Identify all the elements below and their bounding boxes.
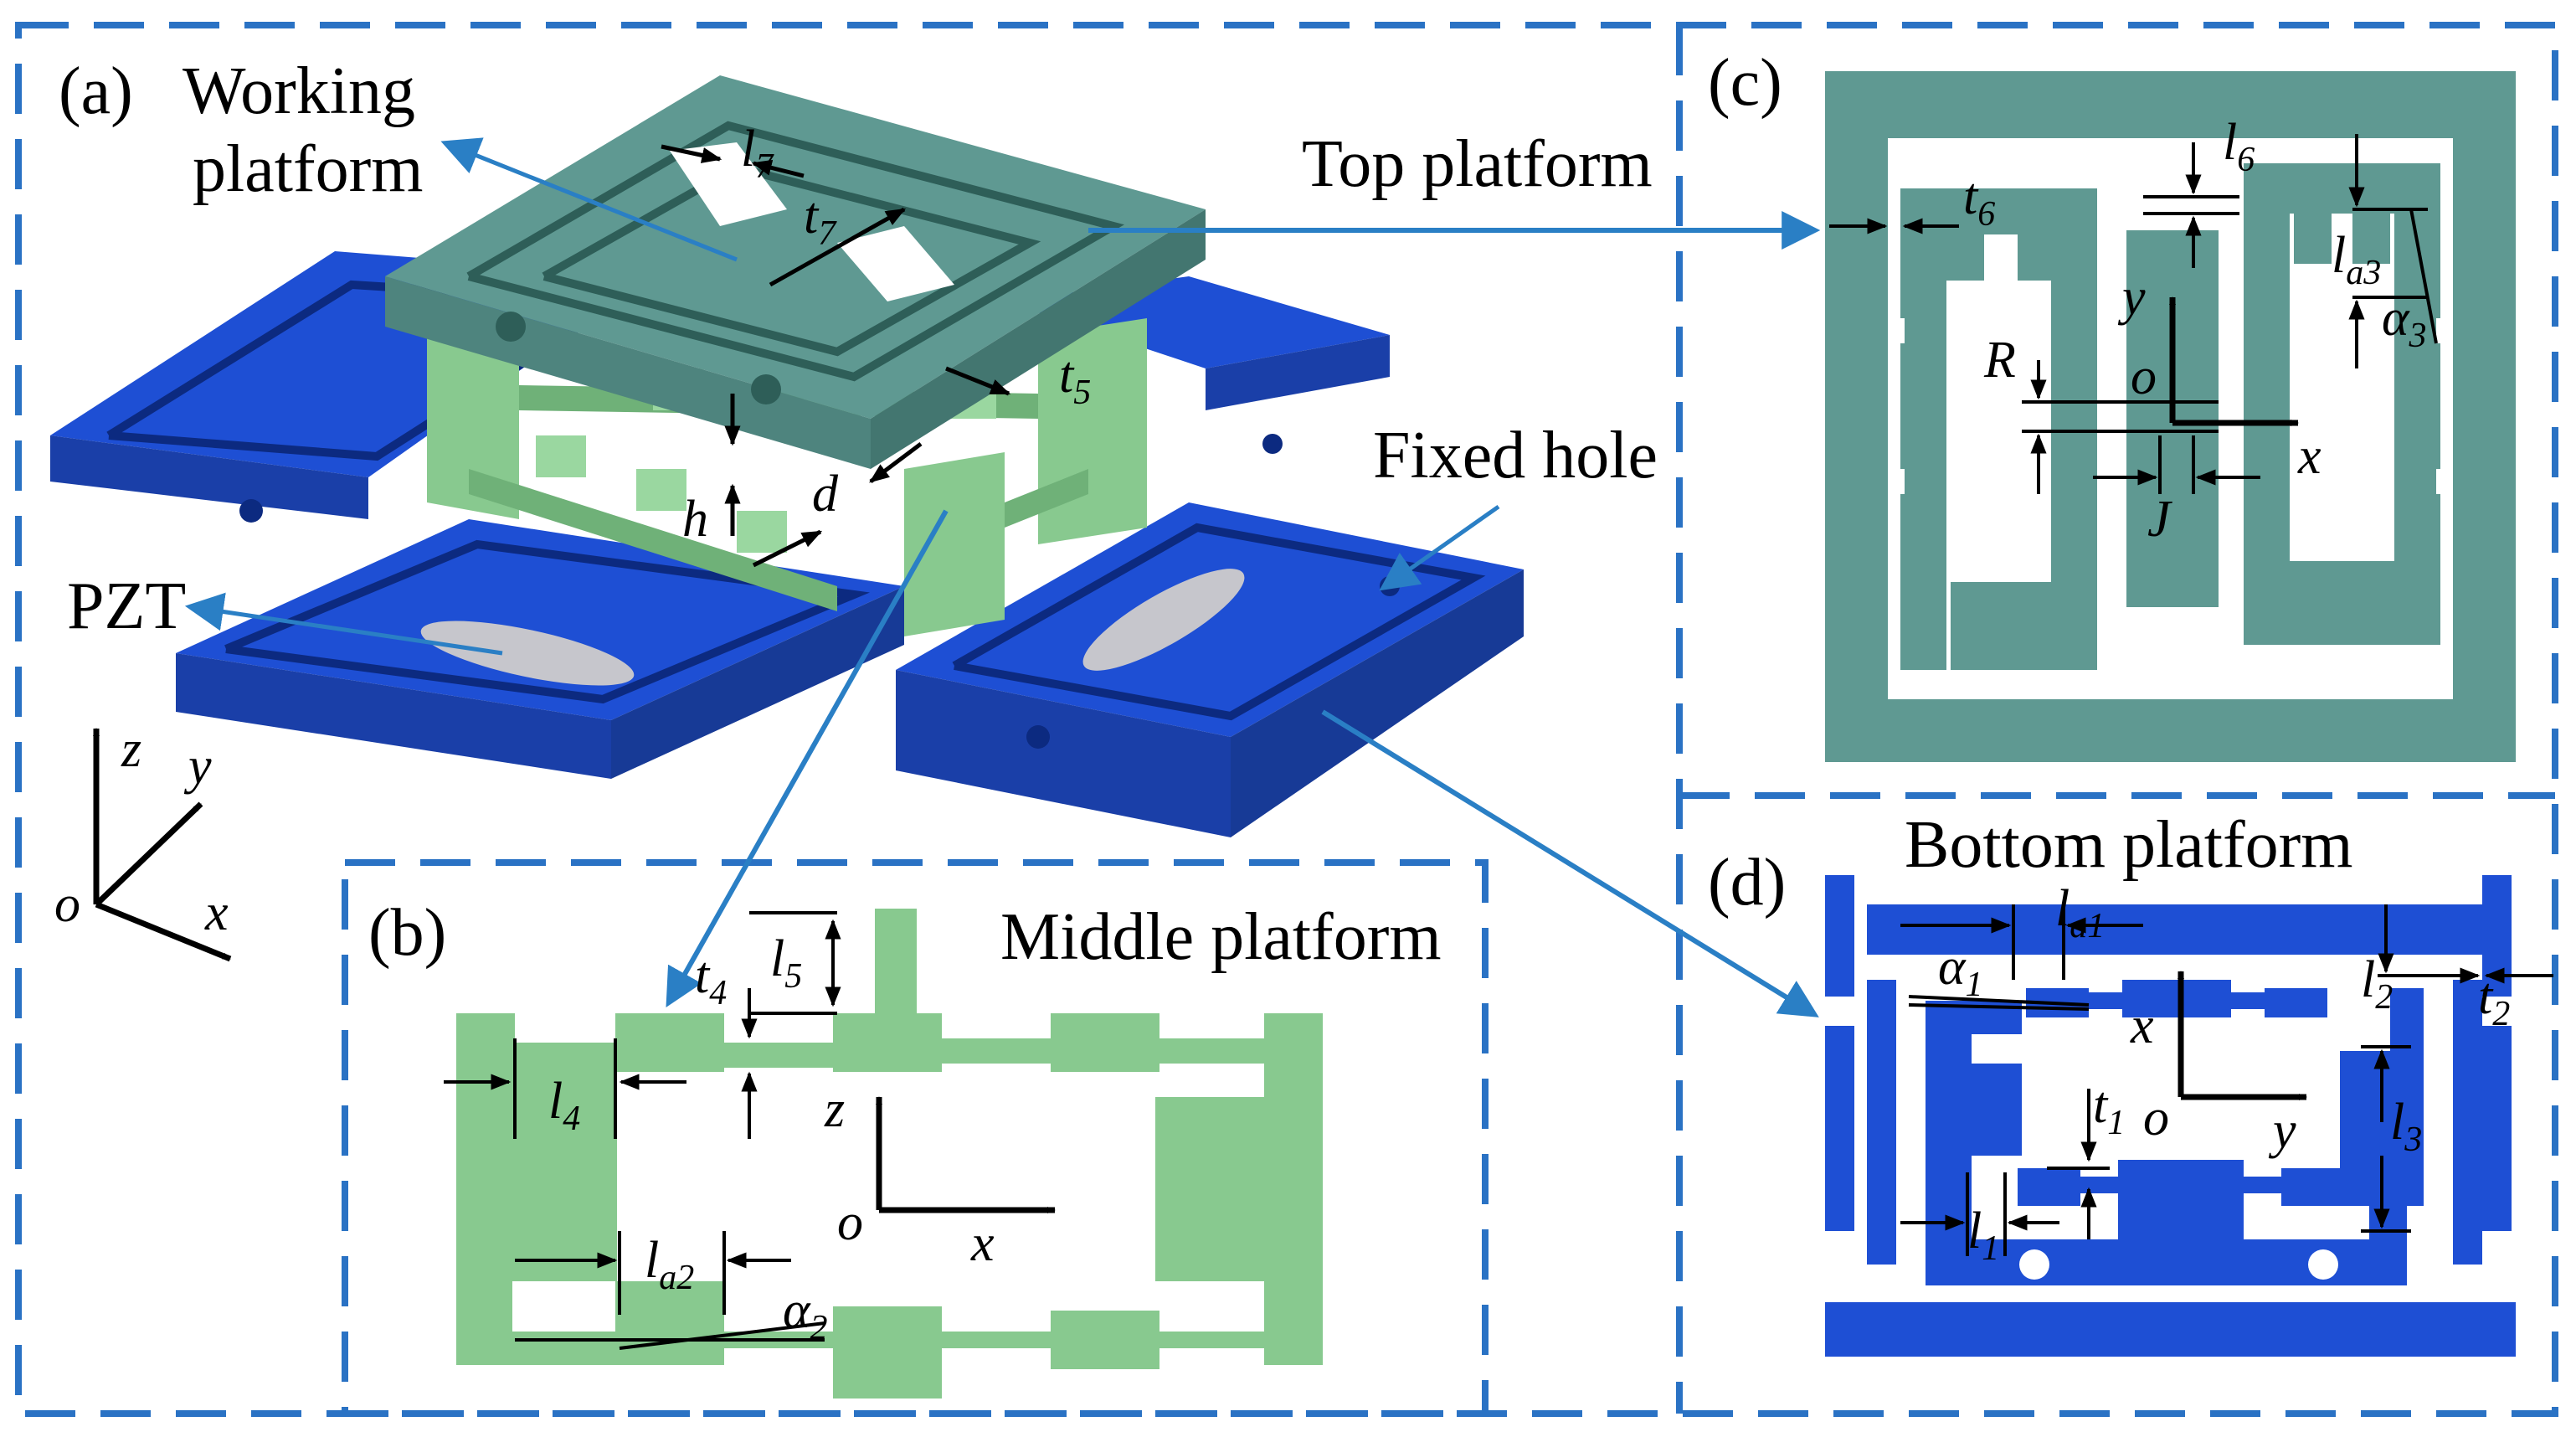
working-hole <box>751 374 781 404</box>
panel-frames <box>15 22 2558 1417</box>
panel-a-axes <box>93 728 232 962</box>
fixed-hole <box>1262 434 1283 454</box>
bottom-platform-holes <box>2019 1249 2338 1280</box>
dim-la2: la2 <box>645 1232 694 1297</box>
dim-d: d <box>812 466 839 523</box>
dim-J: J <box>2147 491 2172 548</box>
fixed-hole-label: Fixed hole <box>1373 419 1658 492</box>
middle-platform-pointer <box>666 509 949 1008</box>
panel-c-axes <box>2169 296 2299 426</box>
dim-t4: t4 <box>695 947 727 1012</box>
axis-z-3d: z <box>121 721 141 778</box>
dim-l1: l1 <box>1967 1203 1999 1268</box>
working-platform-label-1: Working <box>183 54 415 128</box>
panel-c-title: Top platform <box>1302 127 1653 201</box>
bottom-platform-2d <box>1825 875 2516 1357</box>
dim-alpha2: α2 <box>783 1282 828 1347</box>
pzt-cylinder-right <box>1082 569 1245 671</box>
panel-b-tag: (b) <box>368 896 446 970</box>
panel-b-title: Middle platform <box>1000 900 1442 974</box>
pzt-pointer <box>184 592 503 656</box>
axis-x-3d: x <box>204 884 229 941</box>
axis-y-3d: y <box>183 738 212 795</box>
panel-d-tag: (d) <box>1708 846 1786 919</box>
bottom-platform-pointer <box>1321 709 1819 1017</box>
working-top-face <box>385 75 1206 419</box>
panel-d-axes <box>2178 971 2307 1100</box>
panel-a-tag: (a) <box>59 54 133 128</box>
panel-c-dim-lines <box>1829 134 2438 494</box>
panel-c-tag: (c) <box>1708 46 1782 120</box>
axis-y-d: y <box>2268 1102 2296 1159</box>
dim-alpha1: α1 <box>1938 939 1983 1004</box>
dim-la1: la1 <box>2055 880 2105 945</box>
panel-d-title: Bottom platform <box>1905 808 2353 882</box>
fixed-hole <box>1026 725 1050 749</box>
panel-c: (c) Top platform t6 l6 la3 α3 R J y x o <box>1302 46 2516 762</box>
pzt-label: PZT <box>67 569 186 643</box>
dim-t1: t1 <box>2093 1077 2125 1142</box>
panel-b: (b) Middle platform t4 l5 l4 la2 α2 z x … <box>368 896 1442 1399</box>
panel-d-dim-lines <box>1900 904 2553 1256</box>
middle-beam-front <box>469 469 837 611</box>
working-platform-label-2: platform <box>193 132 423 206</box>
working-platform-pointer <box>440 137 738 262</box>
dim-R: R <box>1983 332 2016 389</box>
dim-l2: l2 <box>2361 951 2393 1017</box>
dim-l5: l5 <box>770 930 802 996</box>
axis-x-d: x <box>2130 997 2154 1054</box>
pzt-cylinder-left <box>420 621 635 686</box>
axis-o-d: o <box>2143 1089 2169 1146</box>
axis-y-c: y <box>2117 269 2146 326</box>
fixed-hole <box>239 499 263 523</box>
panel-b-dim-lines <box>444 911 841 1350</box>
working-hole <box>496 312 526 342</box>
axis-o-c: o <box>2131 348 2157 405</box>
working-inner-window <box>670 142 787 226</box>
middle-wall-left <box>427 327 519 519</box>
dim-h: h <box>682 491 708 548</box>
panel-b-frame <box>342 859 1489 1417</box>
panel-b-axes <box>876 1096 1056 1213</box>
middle-wall-front <box>904 452 1005 636</box>
axis-o-b: o <box>837 1194 863 1251</box>
panel-a-dim-lines <box>661 144 1011 568</box>
axis-x-c: x <box>2297 428 2321 485</box>
axis-x-b: x <box>970 1215 995 1272</box>
middle-beam-right <box>1005 469 1088 528</box>
axis-o-3d: o <box>54 876 80 933</box>
panel-d: (d) Bottom platform la1 α1 l2 t2 t1 l3 l… <box>1708 808 2553 1357</box>
working-platform-3d <box>385 75 1206 469</box>
fixed-hole-pointer <box>1379 504 1500 591</box>
panel-a: (a) Working platform PZT Fixed hole l7 t… <box>50 54 1821 1017</box>
working-slots <box>466 121 1125 382</box>
axis-z-b: z <box>824 1081 845 1138</box>
